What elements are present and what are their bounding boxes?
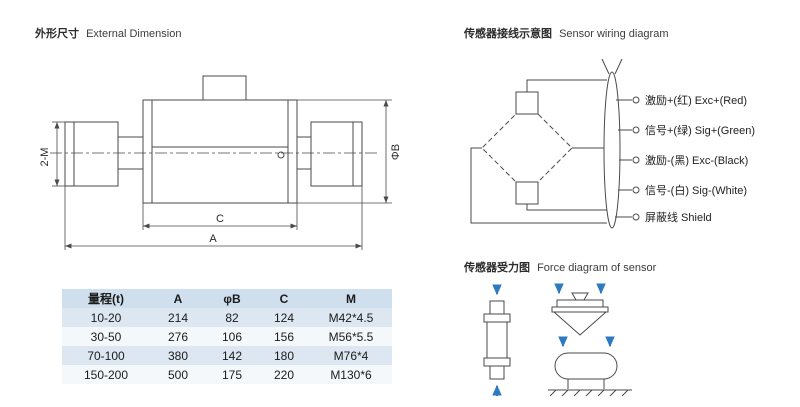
cell-c: 156: [273, 329, 295, 344]
tank-shell: [554, 352, 618, 380]
force-title-zh: 传感器受力图: [464, 262, 530, 274]
force-arrows: [492, 283, 615, 396]
cell-a: 500: [167, 367, 189, 382]
external-dimension-title-zh: 外形尺寸: [35, 28, 79, 40]
cell-range: 150-200: [83, 367, 129, 382]
table-row: 10-20 214 82 124 M42*4.5: [62, 308, 392, 327]
terminal-dot: [632, 186, 640, 194]
force-icons: [483, 292, 632, 397]
force-title-en: Force diagram of sensor: [537, 262, 657, 274]
cell-m: M130*6: [330, 367, 372, 382]
terminal-dot: [632, 156, 640, 164]
hopper-rim: [551, 306, 609, 313]
external-dimension-drawing: 2-M ΦB C A: [39, 75, 402, 250]
hopper-loadcell-bar: [556, 299, 604, 308]
cable-bundle: [603, 71, 621, 229]
cable-end-line: [601, 58, 610, 75]
ground-hatch: [585, 389, 593, 397]
sensor-body: [142, 99, 298, 204]
wire-terminals: [615, 96, 640, 221]
terminal-dot: [632, 126, 640, 134]
cell-range: 70-100: [87, 348, 125, 363]
cell-c: 124: [273, 310, 295, 325]
section-title-wiring-diagram: 传感器接线示意图 Sensor wiring diagram: [464, 25, 669, 41]
ground-hatch: [549, 389, 557, 397]
hopper-cone: [552, 311, 608, 336]
cell-b: 175: [221, 367, 243, 382]
cell-range: 10-20: [90, 310, 122, 325]
cell-c: 220: [273, 367, 295, 382]
loadcell-top-stud: [489, 300, 505, 315]
table-row: 30-50 276 106 156 M56*5.5: [62, 327, 392, 346]
dim-label-a: A: [209, 233, 217, 245]
table-header-row: 量程(t) A φB C M: [62, 289, 392, 308]
cell-c: 180: [273, 348, 295, 363]
cell-range: 30-50: [90, 329, 122, 344]
wiring-title-en: Sensor wiring diagram: [559, 28, 669, 40]
cell-b: 82: [225, 310, 239, 325]
external-dimension-title-en: External Dimension: [86, 28, 182, 40]
dimension-labels: 2-M ΦB C A: [39, 144, 402, 245]
dim-label-diameter: ΦB: [390, 144, 402, 160]
cell-m: M42*4.5: [328, 310, 374, 325]
loadcell-body: [486, 321, 508, 359]
table-row: 70-100 380 142 180 M76*4: [62, 346, 392, 365]
dim-label-thread: 2-M: [39, 148, 51, 167]
col-header-a: A: [173, 291, 183, 306]
wire-label-exc-minus: 激励-(黑) Exc-(Black): [645, 153, 748, 167]
col-header-range: 量程(t): [88, 292, 124, 306]
ground-hatch: [561, 389, 569, 397]
cable-entry-hole: [277, 151, 285, 159]
terminal-dot: [632, 213, 640, 221]
cell-b: 142: [221, 348, 243, 363]
dimension-lines: [52, 99, 392, 250]
wire-label-exc-plus: 激励+(红) Exc+(Red): [645, 93, 747, 107]
bridge-diamond: [481, 102, 573, 194]
wire-label-sig-plus: 信号+(绿) Sig+(Green): [645, 123, 755, 137]
dimension-spec-table: 量程(t) A φB C M 10-20 214 82 124 M42*4.5 …: [62, 289, 392, 384]
bridge-and-cable: [470, 58, 623, 229]
loadcell-bottom-stud: [489, 365, 505, 380]
cable-end-line: [614, 58, 623, 75]
strain-gauge-bottom: [515, 181, 539, 205]
loadcell-bottom-flange: [483, 357, 511, 367]
wiring-title-zh: 传感器接线示意图: [464, 28, 552, 40]
section-title-force-diagram: 传感器受力图 Force diagram of sensor: [464, 259, 656, 275]
wire-label-sig-minus: 信号-(白) Sig-(White): [645, 183, 747, 197]
top-boss: [202, 75, 247, 101]
wire-exc-plus-line: [526, 79, 607, 92]
cell-a: 276: [167, 329, 189, 344]
ground-hatch: [621, 389, 629, 397]
col-header-diameter: φB: [223, 291, 241, 306]
hopper-mount: [571, 292, 589, 301]
force-diagram: [483, 283, 632, 397]
wire-label-shield: 屏蔽线 Shield: [645, 210, 712, 224]
dim-label-c: C: [216, 213, 224, 225]
ground-hatch: [573, 389, 581, 397]
load-cell-outline: [50, 75, 380, 204]
right-threaded-stud: [310, 121, 363, 187]
left-threaded-stud: [64, 121, 119, 187]
wire-exc-minus-line: [526, 204, 607, 211]
table-row: 150-200 500 175 220 M130*6: [62, 365, 392, 384]
cell-m: M56*5.5: [328, 329, 374, 344]
cell-m: M76*4: [333, 348, 369, 363]
cell-a: 214: [167, 310, 189, 325]
col-header-m: M: [346, 291, 356, 306]
ground-hatch: [597, 389, 605, 397]
cell-b: 106: [221, 329, 243, 344]
wire-labels: 激励+(红) Exc+(Red) 信号+(绿) Sig+(Green) 激励-(…: [645, 93, 755, 224]
strain-gauge-top: [515, 91, 539, 115]
ground-hatch: [609, 389, 617, 397]
loadcell-top-flange: [483, 313, 511, 323]
col-header-c: C: [279, 291, 289, 306]
cell-a: 380: [167, 348, 189, 363]
terminal-dot: [632, 96, 640, 104]
section-title-external-dimension: 外形尺寸 External Dimension: [35, 25, 181, 41]
wire-sig-minus-line: [470, 147, 607, 224]
sensor-wiring-diagram: 激励+(红) Exc+(Red) 信号+(绿) Sig+(Green) 激励-(…: [470, 58, 755, 229]
